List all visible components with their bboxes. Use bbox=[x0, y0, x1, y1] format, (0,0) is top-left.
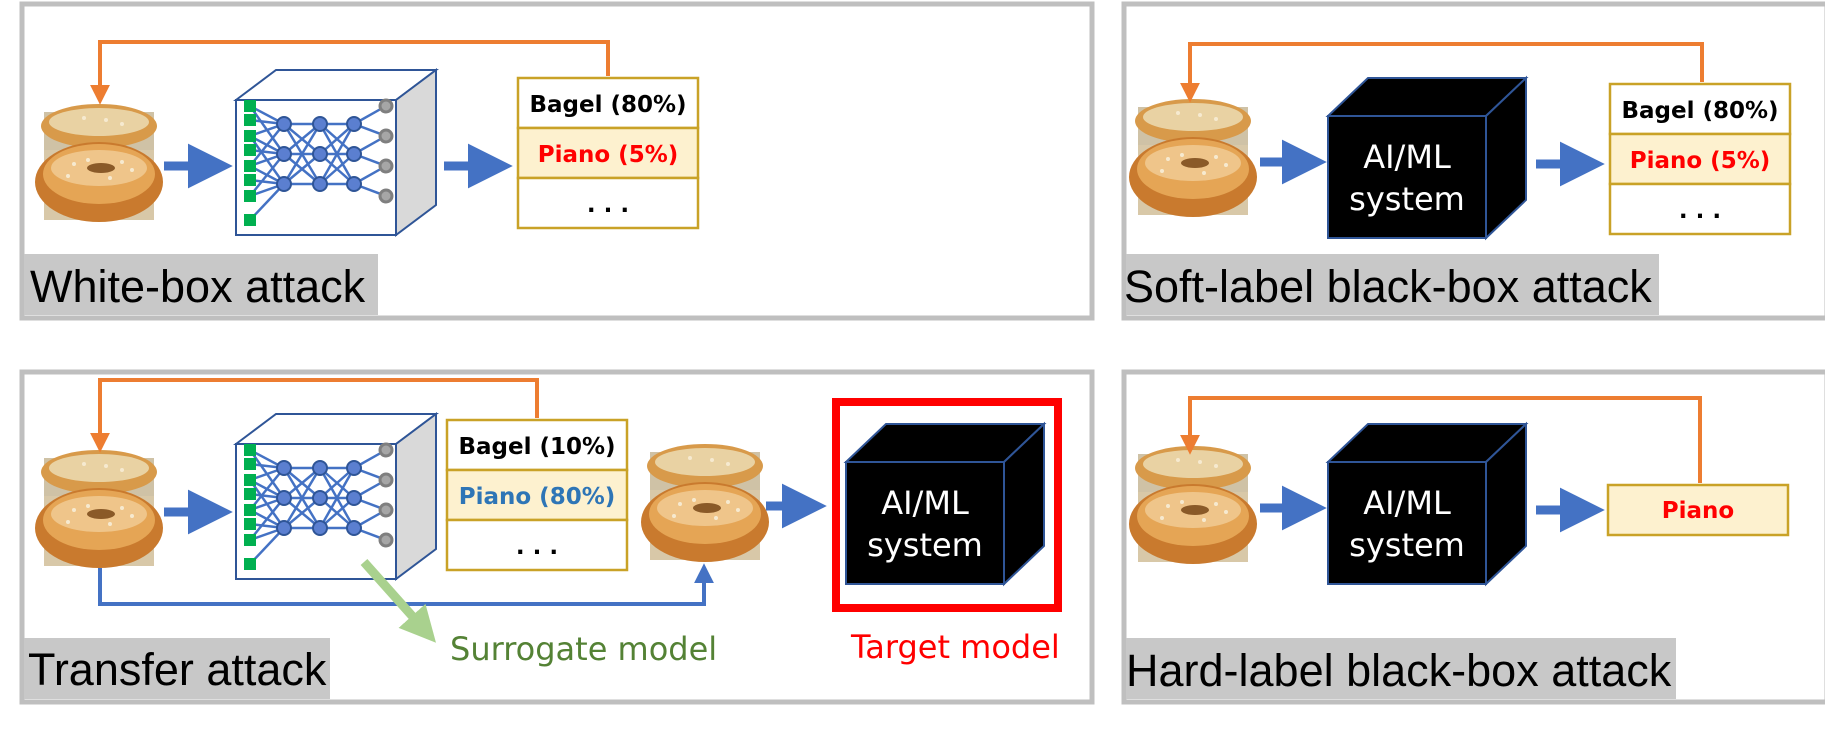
output-item: . . . bbox=[1679, 198, 1721, 224]
hard-label-caption: Hard-label black-box attack bbox=[1126, 645, 1672, 696]
bagel-image-icon bbox=[1129, 446, 1257, 564]
box-label: system bbox=[867, 526, 983, 564]
output-item: Piano (5%) bbox=[538, 142, 679, 168]
surrogate-label: Surrogate model bbox=[450, 630, 717, 668]
target-label: Target model bbox=[850, 628, 1060, 666]
white-box-caption: White-box attack bbox=[30, 261, 366, 312]
white-box-panel: White-box attack Bagel (80%) Piano (5%) … bbox=[19, 1, 1095, 321]
box-label: system bbox=[1349, 180, 1465, 218]
output-item: Bagel (80%) bbox=[529, 92, 686, 118]
output-item: . . . bbox=[587, 192, 629, 218]
feedback-arrow bbox=[90, 378, 539, 453]
output-list: Bagel (80%) Piano (5%) . . . bbox=[1608, 82, 1792, 236]
output-list: Bagel (10%) Piano (80%) . . . bbox=[445, 418, 629, 572]
output-item: Bagel (10%) bbox=[458, 434, 615, 460]
soft-label-panel: Soft-label black-box attack AI/ML system… bbox=[1121, 1, 1825, 321]
feedback-arrow bbox=[90, 40, 610, 105]
box-label: AI/ML bbox=[1363, 484, 1451, 522]
box-label: AI/ML bbox=[1363, 138, 1451, 176]
box-label: AI/ML bbox=[881, 484, 969, 522]
neural-network-cube-icon bbox=[234, 412, 438, 581]
target-highlight bbox=[832, 398, 1062, 612]
output-item: Bagel (80%) bbox=[1621, 98, 1778, 124]
output-item: Piano (80%) bbox=[459, 484, 616, 510]
output-item: Piano bbox=[1662, 498, 1734, 524]
output-item: Piano (5%) bbox=[1630, 148, 1771, 174]
transfer-panel: Transfer attack Bagel (10%) Piano (80%) … bbox=[19, 369, 1095, 705]
box-label: system bbox=[1349, 526, 1465, 564]
soft-label-caption: Soft-label black-box attack bbox=[1124, 261, 1652, 312]
output-item: . . . bbox=[516, 534, 558, 560]
output-box bbox=[1606, 483, 1790, 537]
feedback-arrow bbox=[1180, 396, 1702, 483]
output-list: Bagel (80%) Piano (5%) . . . bbox=[516, 76, 700, 230]
surrogate-pointer-arrow bbox=[360, 559, 436, 643]
neural-network-cube-icon bbox=[234, 68, 438, 237]
feedback-arrow bbox=[1180, 42, 1704, 103]
bagel-image-icon bbox=[35, 104, 163, 222]
hard-label-panel: Hard-label black-box attack AI/ML system… bbox=[1121, 369, 1825, 705]
transfer-caption: Transfer attack bbox=[28, 644, 327, 695]
bagel-image-icon bbox=[641, 444, 769, 562]
bagel-image-icon bbox=[1129, 99, 1257, 217]
bagel-image-icon bbox=[35, 450, 163, 568]
